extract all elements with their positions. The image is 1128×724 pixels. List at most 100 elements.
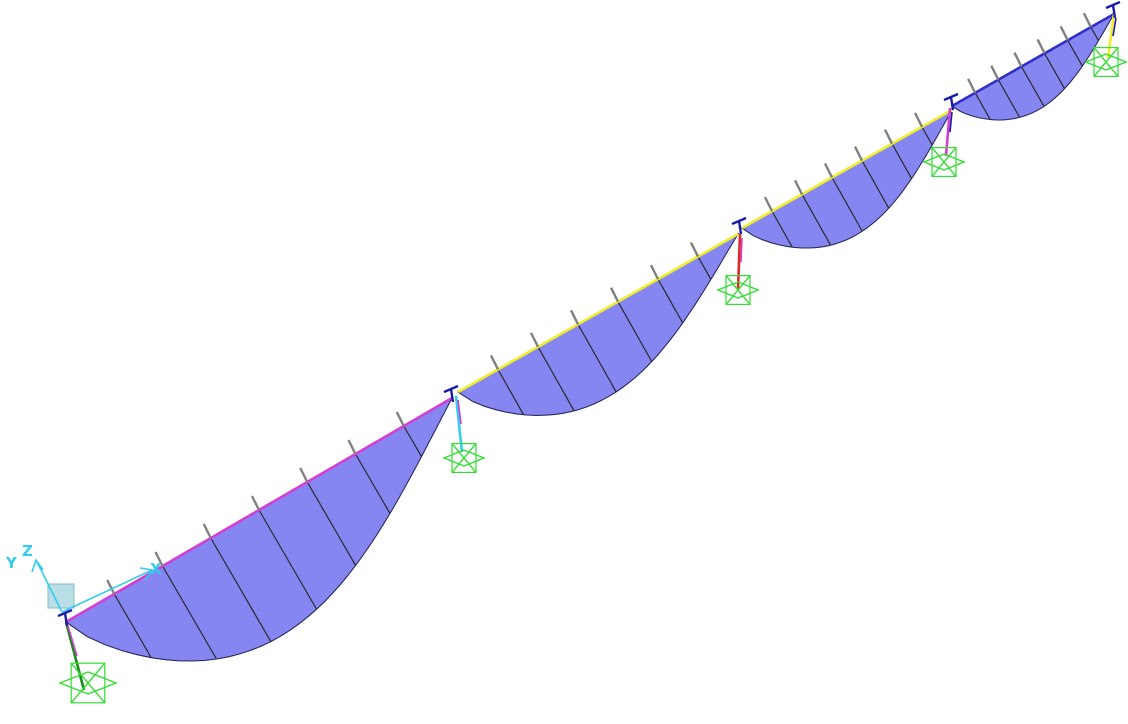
diagram-ordinate: [210, 537, 272, 642]
support-frame: [725, 275, 751, 306]
support-hatch: [931, 147, 957, 177]
ordinate-stub: [967, 78, 977, 94]
fixed-support-1: [58, 662, 118, 704]
x-axis-arrow: [61, 569, 153, 613]
support-layer: [58, 46, 1128, 704]
ordinate-stub-layer: [106, 12, 1092, 595]
diagram-ordinate: [861, 160, 890, 209]
moment-diagram-span-2: [456, 232, 740, 416]
diagram-ordinate: [697, 256, 712, 280]
ordinate-stub: [347, 439, 357, 455]
diagram-ordinate: [1044, 53, 1066, 89]
ordinate-stub: [489, 354, 500, 370]
ordinate-stub: [793, 179, 804, 195]
ordinate-stub: [1082, 12, 1092, 28]
ordinate-stub: [1013, 52, 1023, 68]
axis-origin-box: [47, 583, 75, 609]
x-axis-arrowhead: [139, 567, 154, 581]
diagram-ordinate: [921, 126, 933, 146]
diagram-ordinate: [161, 565, 217, 660]
column-5: [1106, 13, 1116, 59]
support-frame: [931, 147, 957, 178]
diagram-ordinate: [617, 301, 653, 362]
moment-diagram-span-4: [950, 12, 1116, 121]
joint-marker-1: [443, 384, 459, 403]
diagram-ordinate: [997, 79, 1021, 118]
support-frame: [451, 443, 477, 474]
member-line-span-4: [951, 12, 1115, 108]
fixed-support-2: [442, 443, 486, 474]
diagram-ordinate: [891, 143, 913, 179]
joint-web: [949, 96, 955, 111]
fixed-support-4: [922, 147, 966, 178]
support-base-plane: [58, 671, 118, 695]
ordinate-stub: [154, 551, 164, 567]
column-3: [736, 233, 742, 291]
ordinate-stub: [649, 264, 660, 280]
ordinate-stub: [299, 467, 309, 483]
diagram-ordinate: [974, 92, 991, 120]
fixed-support-5: [1084, 46, 1128, 77]
diagram-ordinate: [577, 323, 617, 393]
diagram-ordinate: [1090, 26, 1100, 41]
diagram-ordinate: [113, 593, 152, 658]
diagram-ordinate: [354, 453, 391, 514]
ordinate-stub: [763, 196, 774, 212]
diagram-ordinate: [771, 210, 793, 248]
ordinate-stub: [990, 65, 1000, 81]
z-axis-label: Z: [22, 542, 33, 560]
ordinate-stub: [1036, 38, 1046, 54]
diagram-ordinate: [537, 346, 575, 412]
ordinate-stub: [853, 146, 864, 162]
column-detail-2: [457, 399, 462, 425]
y-axis-arrow: [35, 559, 63, 613]
column-detail-3: [740, 237, 743, 263]
ordinate-stub: [202, 523, 212, 539]
joint-web: [737, 220, 743, 235]
column-2: [454, 395, 464, 453]
ordinate-stub: [1059, 25, 1069, 41]
support-base-plane: [442, 449, 486, 467]
ordinate-stub: [609, 287, 620, 303]
joint-marker-4: [1105, 0, 1121, 19]
member-line-span-2: [457, 232, 739, 394]
support-base-plane: [922, 153, 966, 171]
diagram-ordinate: [801, 193, 832, 246]
diagram-ordinate: [497, 369, 525, 416]
joint-marker-5: [57, 608, 73, 627]
column-detail-5: [1112, 17, 1117, 37]
moment-diagram-span-3: [740, 108, 954, 249]
column-1: [64, 621, 86, 691]
ordinate-stub: [250, 495, 261, 511]
column-detail-1: [67, 625, 78, 657]
x-axis-label: X: [150, 560, 162, 578]
support-hatch: [451, 443, 477, 473]
diagram-ordinate: [1067, 39, 1083, 67]
support-base-plane: [1084, 53, 1128, 71]
ordinate-stub: [913, 112, 924, 128]
support-hatch: [725, 275, 751, 305]
ordinate-stub: [689, 242, 700, 258]
ordinate-stub: [106, 579, 116, 595]
moment-diagram-layer: [64, 12, 1116, 662]
member-line-span-3: [741, 108, 953, 230]
ordinate-stub: [883, 129, 894, 145]
diagram-ordinate: [403, 425, 423, 457]
global-axis-triad: X Y Z: [5, 542, 162, 613]
support-frame: [1093, 46, 1119, 77]
joint-web: [449, 388, 455, 403]
ordinate-stub: [395, 411, 405, 427]
diagram-ordinate: [1020, 66, 1045, 107]
y-axis-label: Y: [5, 554, 18, 572]
diagram-ordinate: [258, 509, 318, 610]
diagram-ordinate: [306, 481, 357, 566]
joint-marker-2: [731, 216, 747, 235]
joint-marker-3: [943, 92, 959, 111]
support-base-plane: [716, 281, 760, 299]
moment-diagram-span-1: [64, 396, 454, 662]
joint-web: [1111, 4, 1117, 19]
diagram-ordinate: [657, 278, 684, 324]
y-axis-arrowhead: [31, 558, 44, 573]
